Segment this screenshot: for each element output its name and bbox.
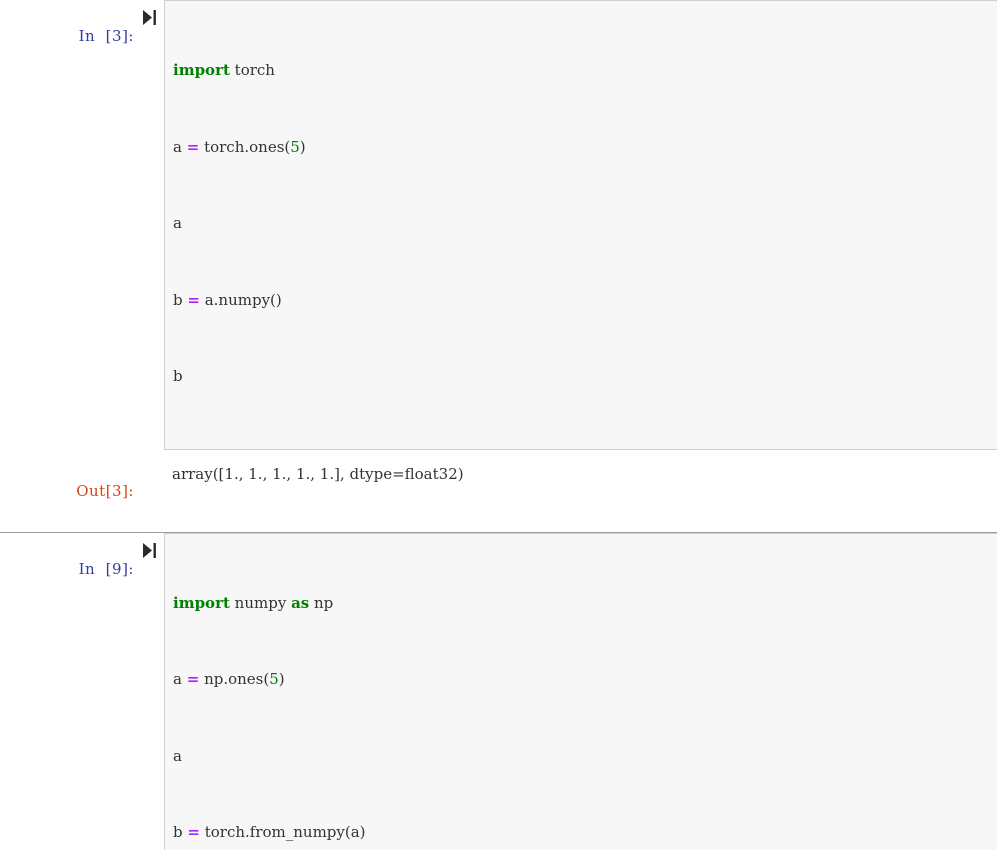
code-token-plain: torch.ones( (199, 138, 290, 156)
notebook-cell[interactable]: In [9]: import numpy as np a = np.ones(5… (0, 533, 997, 850)
code-token-op: = (187, 670, 200, 688)
code-token-plain: torch.from_numpy(a) (200, 823, 366, 841)
output-prompt-column: Out[3]: (0, 464, 134, 518)
run-cell-icon[interactable] (142, 542, 157, 559)
code-token-plain: a (173, 747, 182, 765)
cell-input-row[interactable]: In [3]: import torch a = torch.ones(5) a… (0, 0, 997, 450)
code-token-kw: import (173, 594, 230, 612)
code-token-plain: np.ones( (199, 670, 269, 688)
code-line: a = np.ones(5) (173, 667, 997, 693)
code-token-op: = (187, 823, 200, 841)
code-token-plain: np (309, 594, 333, 612)
code-line: import numpy as np (173, 591, 997, 617)
code-line: a (173, 211, 997, 237)
code-token-plain: b (173, 823, 187, 841)
output-prompt: Out[3]: (76, 482, 134, 500)
run-cell-button[interactable] (134, 533, 164, 559)
input-prompt: In [9]: (79, 560, 134, 578)
code-token-kw: import (173, 61, 230, 79)
cell-input-row[interactable]: In [9]: import numpy as np a = np.ones(5… (0, 533, 997, 850)
code-token-plain: b (173, 367, 183, 385)
code-token-plain: a (173, 138, 187, 156)
notebook-cell[interactable]: In [3]: import torch a = torch.ones(5) a… (0, 0, 997, 532)
notebook-container: In [3]: import torch a = torch.ones(5) a… (0, 0, 997, 425)
code-line: a (173, 744, 997, 770)
code-line: a = torch.ones(5) (173, 135, 997, 161)
code-token-plain: a (173, 670, 187, 688)
cell-output-row: Out[3]: array([1., 1., 1., 1., 1.], dtyp… (0, 450, 997, 532)
code-token-num: 5 (269, 670, 279, 688)
code-editor[interactable]: import torch a = torch.ones(5) a b = a.n… (164, 0, 997, 450)
code-token-num: 5 (290, 138, 300, 156)
input-prompt-column: In [9]: (0, 533, 134, 596)
code-token-op: = (187, 291, 200, 309)
code-token-plain: b (173, 291, 187, 309)
code-line: import torch (173, 58, 997, 84)
code-token-plain: a.numpy() (200, 291, 282, 309)
output-value: array([1., 1., 1., 1., 1.], dtype=float3… (134, 464, 997, 484)
run-cell-icon[interactable] (142, 9, 157, 26)
code-token-kw: as (291, 594, 309, 612)
code-editor[interactable]: import numpy as np a = np.ones(5) a b = … (164, 533, 997, 850)
run-cell-button[interactable] (134, 0, 164, 26)
code-token-op: = (187, 138, 200, 156)
code-token-plain: numpy (230, 594, 291, 612)
code-line: b = a.numpy() (173, 288, 997, 314)
code-line: b (173, 364, 997, 390)
code-token-plain: ) (279, 670, 285, 688)
code-token-plain: a (173, 214, 182, 232)
input-prompt: In [3]: (79, 27, 134, 45)
code-token-plain: torch (230, 61, 275, 79)
code-token-plain: ) (300, 138, 306, 156)
input-prompt-column: In [3]: (0, 0, 134, 63)
code-line: b = torch.from_numpy(a) (173, 820, 997, 846)
